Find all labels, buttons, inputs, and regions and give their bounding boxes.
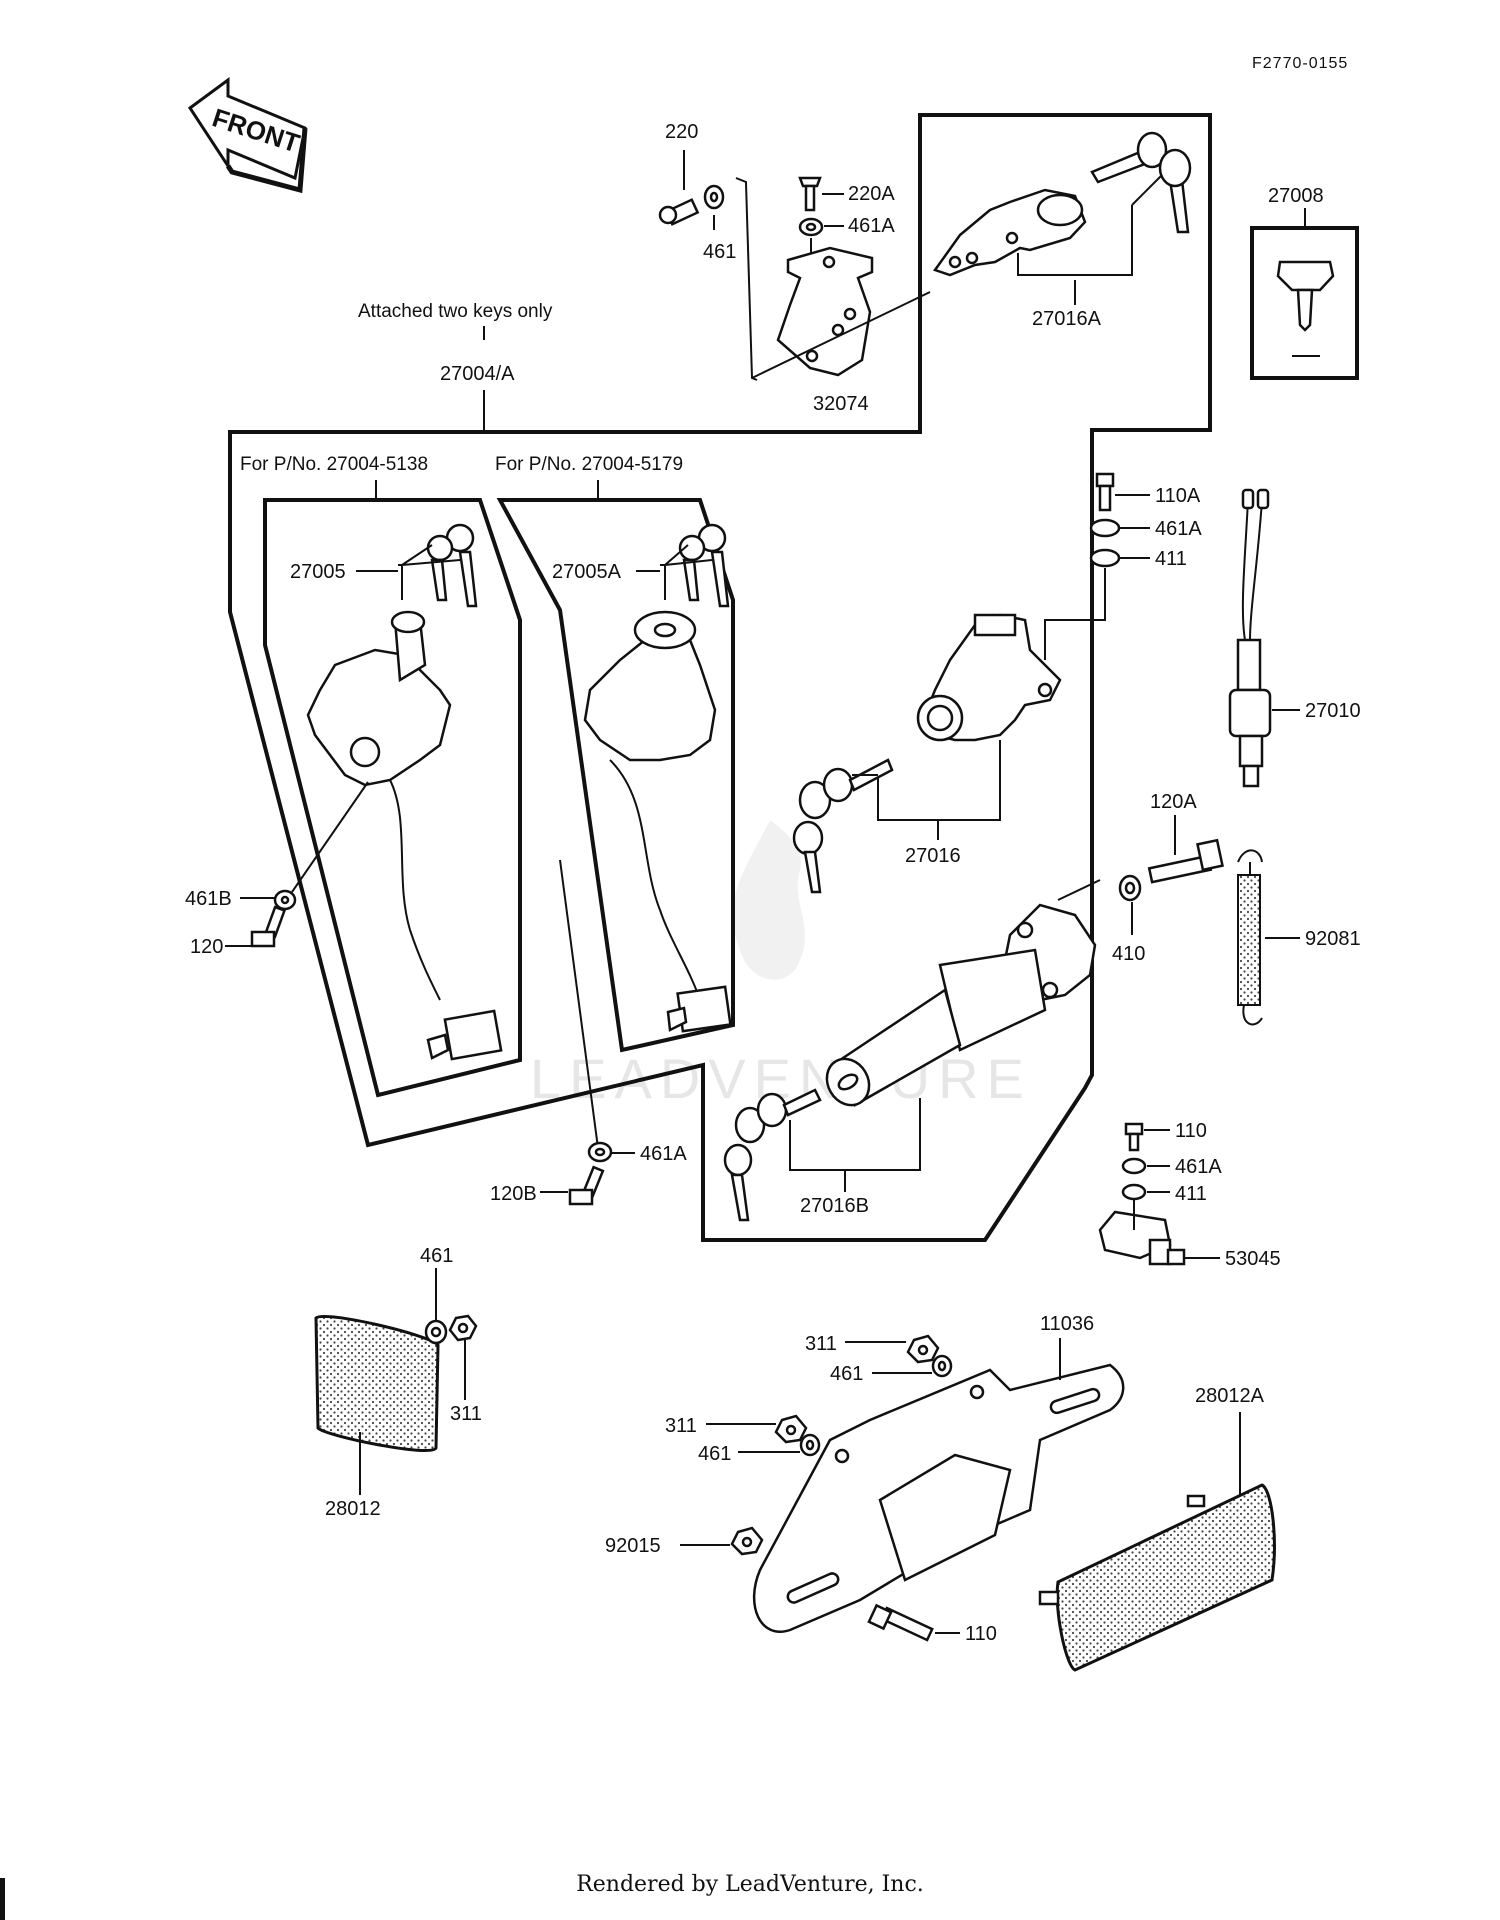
washer-411-right-icon [1121, 1183, 1147, 1201]
washer-461A-top-icon [798, 217, 824, 237]
label-27010: 27010 [1305, 700, 1361, 722]
label-411-right: 411 [1175, 1183, 1207, 1205]
edge-marker [0, 1878, 5, 1920]
footer-credit: Rendered by LeadVenture, Inc. [576, 1872, 924, 1897]
reflector-28012-icon [314, 1315, 440, 1453]
license-bracket-11036-icon [752, 1363, 1125, 1633]
washer-461-left-icon [424, 1319, 448, 1345]
nut-92015-icon [730, 1526, 764, 1556]
label-27016A: 27016A [1032, 308, 1102, 330]
nut-311-left-icon [448, 1314, 478, 1342]
label-411-mid: 411 [1155, 548, 1187, 570]
label-311-a: 311 [805, 1333, 837, 1355]
key-pair-27016B-icon [723, 1088, 822, 1222]
ignition-switch-5138-icon [306, 610, 503, 1061]
label-461A-right: 461A [1175, 1156, 1222, 1178]
label-27016: 27016 [905, 845, 961, 867]
terminal-a-icon [1241, 488, 1255, 510]
label-461B: 461B [185, 888, 232, 910]
washer-461A-low-icon [587, 1141, 613, 1163]
label-461-b: 461 [698, 1443, 731, 1465]
spring-92081-icon [1237, 849, 1263, 1026]
label-311-b: 311 [665, 1415, 697, 1437]
label-461A-mid: 461A [1155, 518, 1202, 540]
nut-311-b-icon [774, 1414, 808, 1444]
pn-5138-frame [263, 498, 522, 1098]
bolt-110A-icon [1095, 472, 1115, 512]
screw-110-top-icon [1124, 1122, 1144, 1152]
label-110A: 110A [1155, 485, 1201, 507]
label-11036: 11036 [1040, 1313, 1094, 1335]
label-461-a: 461 [830, 1363, 863, 1385]
washer-461B-icon [273, 889, 297, 911]
watermark-flame-icon [732, 820, 805, 980]
washer-461A-right-icon [1121, 1157, 1147, 1175]
fork-lock-27016B-icon [825, 903, 1097, 1107]
attached-keys-note: Attached two keys only [358, 301, 553, 322]
label-92081: 92081 [1305, 928, 1361, 950]
screw-220A-icon [798, 176, 822, 212]
label-27005A: 27005A [552, 561, 622, 583]
washer-461-icon [703, 184, 725, 210]
key-pair-27005-icon [426, 523, 478, 608]
label-32074: 32074 [813, 393, 869, 415]
label-27004A: 27004/A [440, 363, 515, 385]
washer-411-mid-icon [1089, 548, 1121, 568]
screw-120A-icon [1147, 838, 1224, 884]
label-120A: 120A [1150, 791, 1197, 813]
switch-27010-icon [1228, 638, 1272, 788]
label-311-left: 311 [450, 1403, 482, 1425]
bracket-32074-icon [776, 246, 874, 377]
steering-lock-27016-icon [916, 613, 1062, 742]
label-92015: 92015 [605, 1535, 661, 1557]
label-410: 410 [1112, 943, 1145, 965]
ignition-switch-27016A-icon [932, 188, 1087, 277]
key-27008-icon [1276, 260, 1335, 357]
ignition-switch-5179-icon [583, 610, 732, 1033]
pn-5179-frame [496, 498, 735, 1053]
label-27016B: 27016B [800, 1195, 869, 1217]
label-120: 120 [190, 936, 223, 958]
screw-120B-icon [568, 1165, 605, 1206]
washer-461-a-icon [931, 1354, 953, 1378]
label-120B: 120B [490, 1183, 537, 1205]
washer-461A-mid-icon [1089, 518, 1121, 538]
label-220A: 220A [848, 183, 895, 205]
stand-switch-53045-icon [1098, 1200, 1186, 1266]
pn-5138-note: For P/No. 27004-5138 [240, 454, 428, 475]
label-461-left: 461 [420, 1245, 453, 1267]
bolt-110-bottom-icon [867, 1603, 934, 1642]
label-28012A: 28012A [1195, 1385, 1265, 1407]
label-110-top: 110 [1175, 1120, 1207, 1142]
label-28012: 28012 [325, 1498, 381, 1520]
label-220: 220 [665, 121, 698, 143]
reflector-28012A-icon [1038, 1483, 1276, 1672]
label-27005: 27005 [290, 561, 346, 583]
label-461A-top: 461A [848, 215, 895, 237]
key-pair-27005A-icon [678, 523, 730, 608]
washer-410-icon [1118, 874, 1142, 902]
pn-5179-note: For P/No. 27004-5179 [495, 454, 683, 475]
label-53045: 53045 [1225, 1248, 1281, 1270]
nut-311-a-icon [906, 1334, 940, 1364]
label-27008: 27008 [1268, 185, 1324, 207]
label-110-bottom: 110 [965, 1623, 997, 1645]
label-461-top: 461 [703, 241, 736, 263]
label-461A-low: 461A [640, 1143, 687, 1165]
figure-code: F2770-0155 [1252, 55, 1348, 72]
front-arrow-icon: FRONT [187, 77, 308, 194]
washer-461-b-icon [799, 1433, 821, 1457]
screw-120-icon [250, 905, 287, 948]
terminal-b-icon [1256, 488, 1270, 510]
ignition-switch-set-frame [228, 113, 1212, 1242]
key-pair-27016A-icon [1090, 131, 1192, 234]
bolt-220-icon [658, 198, 700, 226]
